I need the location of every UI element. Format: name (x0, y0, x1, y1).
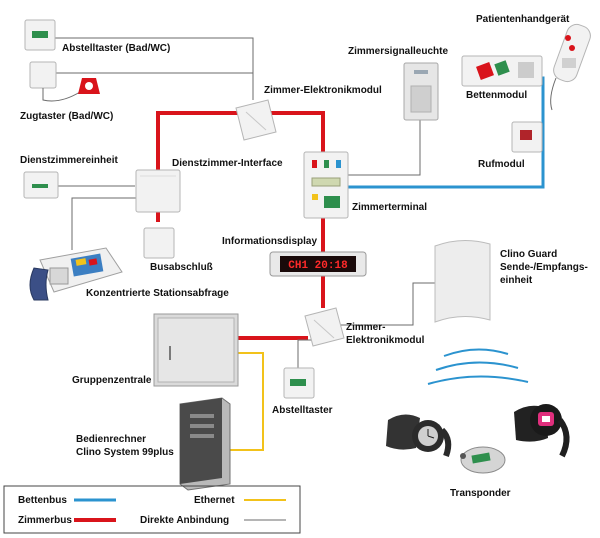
label-dienstzimmereinheit: Dienstzimmereinheit (20, 155, 118, 166)
ethernet-line (228, 352, 264, 451)
dienstzimmereinheit-device (23, 171, 59, 199)
label-dienstzimmer-interface: Dienstzimmer-Interface (172, 158, 283, 169)
busabschluss-device (143, 227, 175, 259)
direct-line-signalleuchte (345, 120, 421, 176)
patientenhandgeraet-device (550, 23, 591, 111)
label-clino-guard-3: einheit (500, 275, 533, 286)
label-bedienrechner-1: Bedienrechner (76, 434, 146, 445)
label-zimmer-elektronikmodul-bottom-2: Elektronikmodul (346, 335, 425, 346)
label-rufmodul: Rufmodul (478, 159, 525, 170)
signal-waves (427, 348, 529, 385)
label-zimmer-elektronikmodul-bottom-1: Zimmer- (346, 322, 385, 333)
bettenmodul-device (461, 55, 543, 87)
label-patientenhandgeraet: Patientenhandgerät (476, 14, 570, 25)
dienstzimmer-interface-device (135, 169, 181, 213)
label-abstelltaster-bad: Abstelltaster (Bad/WC) (62, 43, 170, 54)
legend-bettenbus-label: Bettenbus (18, 495, 67, 506)
stationsabfrage-device (29, 247, 123, 301)
legend: Bettenbus Ethernet Zimmerbus Direkte Anb… (3, 485, 301, 534)
zimmer-elektronikmodul-top-device (235, 99, 277, 141)
legend-zimmerbus-label: Zimmerbus (18, 515, 72, 526)
direct-line-stationsabfrage (71, 197, 138, 250)
label-abstelltaster: Abstelltaster (272, 405, 333, 416)
direct-line-abstelltaster-bad (50, 37, 254, 100)
label-stationsabfrage: Konzentrierte Stationsabfrage (86, 288, 229, 299)
abstelltaster-bad-device (24, 19, 56, 51)
label-zimmerterminal: Zimmerterminal (352, 202, 427, 213)
zimmerterminal-device (303, 151, 349, 219)
abstelltaster-device (283, 367, 315, 399)
direct-line-clino-guard (338, 282, 435, 326)
label-zugtaster: Zugtaster (Bad/WC) (20, 111, 113, 122)
label-clino-guard-2: Sende-/Empfangs- (500, 262, 588, 273)
label-zimmer-elektronikmodul-top: Zimmer-Elektronikmodul (264, 85, 382, 96)
legend-ethernet-label: Ethernet (194, 495, 235, 506)
label-zimmersignalleuchte: Zimmersignalleuchte (348, 46, 448, 57)
zimmer-elektronikmodul-bottom-device (304, 307, 345, 347)
clino-guard-device (434, 240, 491, 323)
labels: Abstelltaster (Bad/WC) Zugtaster (Bad/WC… (20, 14, 588, 499)
label-bedienrechner-2: Clino System 99plus (76, 447, 174, 458)
transponder-devices (386, 404, 570, 474)
display-text: CH1 20:18 (288, 260, 348, 272)
label-busabschluss: Busabschluß (150, 262, 213, 273)
label-clino-guard-1: Clino Guard (500, 249, 557, 260)
label-informationsdisplay: Informationsdisplay (222, 236, 317, 247)
rufmodul-device (511, 121, 543, 153)
label-gruppenzentrale: Gruppenzentrale (72, 375, 152, 386)
zugtaster-device (29, 61, 100, 102)
label-transponder: Transponder (450, 488, 511, 499)
zimmersignalleuchte-device (403, 62, 439, 121)
bedienrechner-device (179, 397, 231, 491)
legend-box (3, 485, 301, 534)
gruppenzentrale-device (153, 313, 239, 387)
legend-direkte-anbindung-label: Direkte Anbindung (140, 515, 229, 526)
informationsdisplay-device: CH1 20:18 (269, 251, 367, 277)
label-bettenmodul: Bettenmodul (466, 90, 527, 101)
